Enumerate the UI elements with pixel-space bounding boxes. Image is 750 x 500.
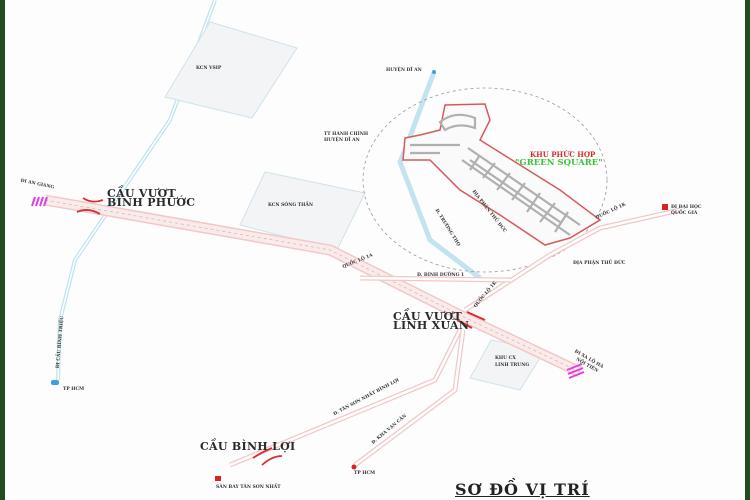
bridge-binh-loi bbox=[252, 447, 283, 466]
label-dh-quoc-gia-1: ĐI ĐẠI HỌC bbox=[671, 205, 702, 210]
label-tp-hcm-left: TP HCM bbox=[63, 387, 85, 392]
label-cau-vuot-binh-phuoc-2: BÌNH PHƯỚC bbox=[107, 196, 196, 209]
label-cau-vuot-binh-phuoc-1: CẦU VƯỢT bbox=[107, 187, 177, 200]
endpoint-san-bay bbox=[215, 476, 221, 481]
label-san-bay: SÂN BAY TÂN SƠN NHẤT bbox=[216, 485, 281, 490]
label-cau-vuot-linh-xuan-2: LINH XUÂN bbox=[393, 319, 470, 332]
zone-kcn-vsip bbox=[164, 21, 298, 119]
project-name-line2: "GREEN SQUARE" bbox=[515, 158, 603, 168]
endpoint-huyen-di-an bbox=[432, 70, 436, 74]
label-tt-hanh-chinh-1: TT HÀNH CHÍNH bbox=[324, 132, 369, 137]
label-khu-cx-2: LINH TRUNG bbox=[495, 363, 530, 368]
frame-border-left bbox=[0, 0, 5, 500]
river-di-an bbox=[397, 71, 482, 280]
label-cau-binh-loi: CẦU BÌNH LỢI bbox=[200, 440, 296, 453]
label-cau-vuot-linh-xuan-1: CẦU VƯỢT bbox=[393, 310, 463, 323]
label-binh-duong-1: Đ. BÌNH DƯỜNG 1 bbox=[417, 273, 465, 278]
road-kha-van-can bbox=[353, 329, 466, 467]
label-khu-cx-1: KHU CX bbox=[495, 356, 516, 361]
road-binh-duong-1 bbox=[359, 275, 511, 283]
exit-marker-xa-lo bbox=[566, 363, 585, 379]
label-kcn-vsip: KCN VSIP bbox=[196, 66, 222, 71]
exit-marker-an-giang bbox=[31, 196, 48, 207]
road-ql1k bbox=[463, 207, 681, 313]
road-tan-son-nhat-binh-loi bbox=[229, 328, 463, 468]
label-dh-quoc-gia-2: QUỐC GIA bbox=[671, 211, 698, 216]
label-huyen-di-an: HUYỆN DĨ AN bbox=[386, 68, 422, 73]
project-name-line1: KHU PHỨC HỢP bbox=[530, 150, 596, 159]
label-kcn-song-than: KCN SÓNG THẦN bbox=[268, 203, 313, 208]
label-tp-hcm-mid: TP HCM bbox=[354, 471, 376, 476]
label-tt-hanh-chinh-2: HUYỆN DĨ AN bbox=[324, 138, 360, 143]
map-title: SƠ ĐỒ VỊ TRÍ bbox=[455, 480, 590, 499]
endpoint-tp-hcm-left bbox=[51, 380, 59, 385]
project-radius-circle bbox=[362, 87, 608, 273]
project-site bbox=[402, 103, 602, 246]
label-dia-phan-thu-duc: ĐỊA PHẬN THỦ ĐỨC bbox=[573, 261, 626, 266]
bridge-binh-phuoc bbox=[76, 197, 104, 215]
endpoint-dh-quoc-gia bbox=[662, 204, 668, 210]
frame-border-right bbox=[745, 0, 750, 500]
bridge-linh-xuan bbox=[456, 311, 486, 329]
highway-ql1a bbox=[44, 194, 583, 377]
endpoint-tp-hcm-mid bbox=[351, 464, 357, 470]
